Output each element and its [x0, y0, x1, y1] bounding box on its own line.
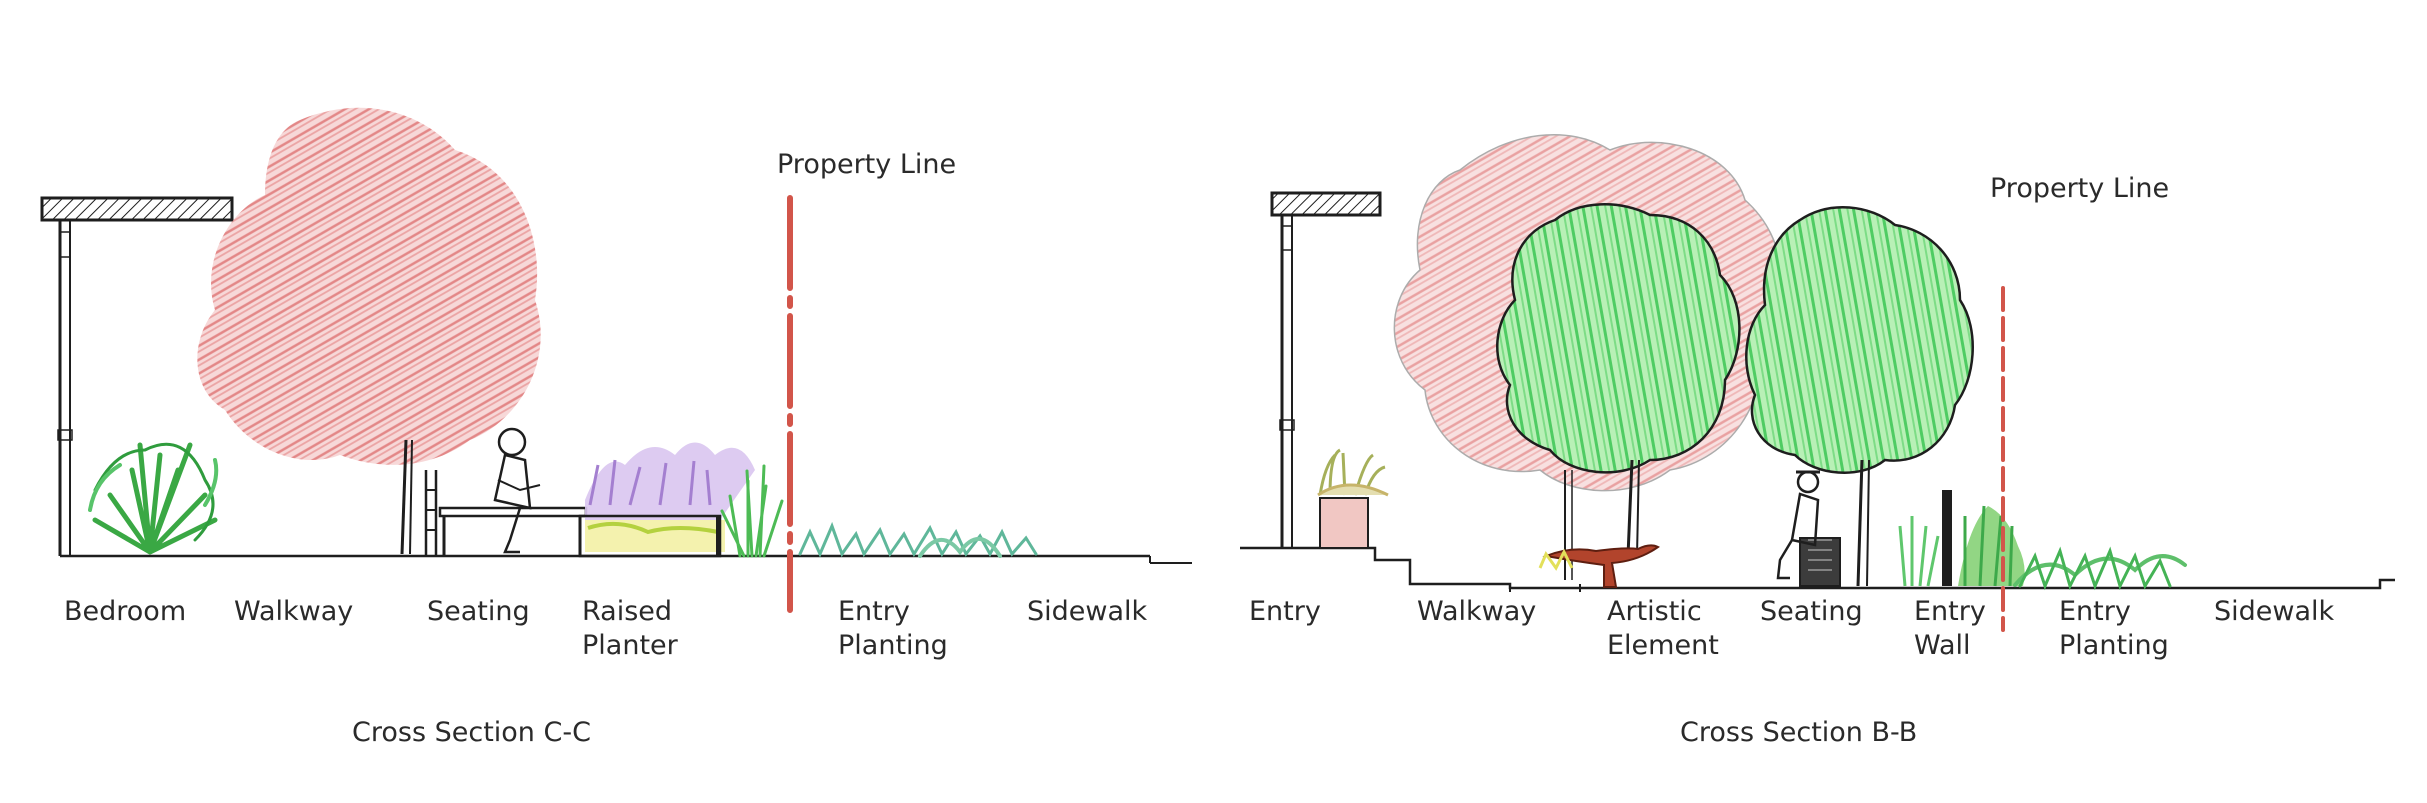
grass-clump-cc [720, 464, 784, 558]
section-cc [40, 107, 1192, 613]
label-raised-planter-line2: Planter [582, 630, 678, 661]
label-seating-bb: Seating [1760, 596, 1863, 627]
bedroom-shrub [88, 442, 219, 555]
artistic-element-sculpture [1538, 544, 1660, 588]
label-entry-planting-bb-line1: Entry [2059, 596, 2131, 627]
entry-planting-bb [2013, 546, 2187, 591]
entry-planting-cc [798, 521, 1038, 558]
property-line-label-cc: Property Line [777, 149, 957, 180]
label-entry-wall-line1: Entry [1914, 596, 1986, 627]
building-wall-cc [57, 220, 73, 556]
raised-planter-cc [578, 442, 755, 558]
seat-with-person-bb [1776, 470, 1841, 587]
label-seating-cc: Seating [427, 596, 530, 627]
potted-planter-bb [1317, 448, 1389, 549]
label-entry-planting-cc-line1: Entry [838, 596, 910, 627]
label-sidewalk-bb: Sidewalk [2214, 596, 2335, 627]
label-entry-planting-cc-line2: Planting [838, 630, 948, 661]
label-entry-wall-line2: Wall [1914, 630, 1971, 661]
ground-line-bb [1240, 546, 2395, 592]
label-sidewalk-cc: Sidewalk [1027, 596, 1148, 627]
label-entry-planting-bb-line2: Planting [2059, 630, 2169, 661]
red-tree-cc [197, 107, 541, 555]
building-wall-bb [1279, 215, 1295, 548]
label-artistic-element-line1: Artistic [1607, 596, 1702, 627]
section-bb [1240, 134, 2395, 632]
caption-cross-section-cc: Cross Section C-C [352, 717, 591, 748]
building-roof-bb [1270, 191, 1382, 217]
green-tree-2-bb [1745, 206, 1974, 587]
label-artistic-element-line2: Element [1607, 630, 1719, 661]
label-walkway-bb: Walkway [1417, 596, 1537, 627]
caption-cross-section-bb: Cross Section B-B [1680, 717, 1918, 748]
green-tree-1-bb [1496, 203, 1741, 557]
entry-wall-bb [1898, 490, 2025, 587]
property-line-label-bb: Property Line [1990, 173, 2170, 204]
label-entry-bb: Entry [1249, 596, 1321, 627]
label-bedroom: Bedroom [64, 596, 187, 627]
label-walkway-cc: Walkway [234, 596, 354, 627]
building-roof-cc [40, 196, 234, 222]
label-raised-planter-line1: Raised [582, 596, 673, 627]
